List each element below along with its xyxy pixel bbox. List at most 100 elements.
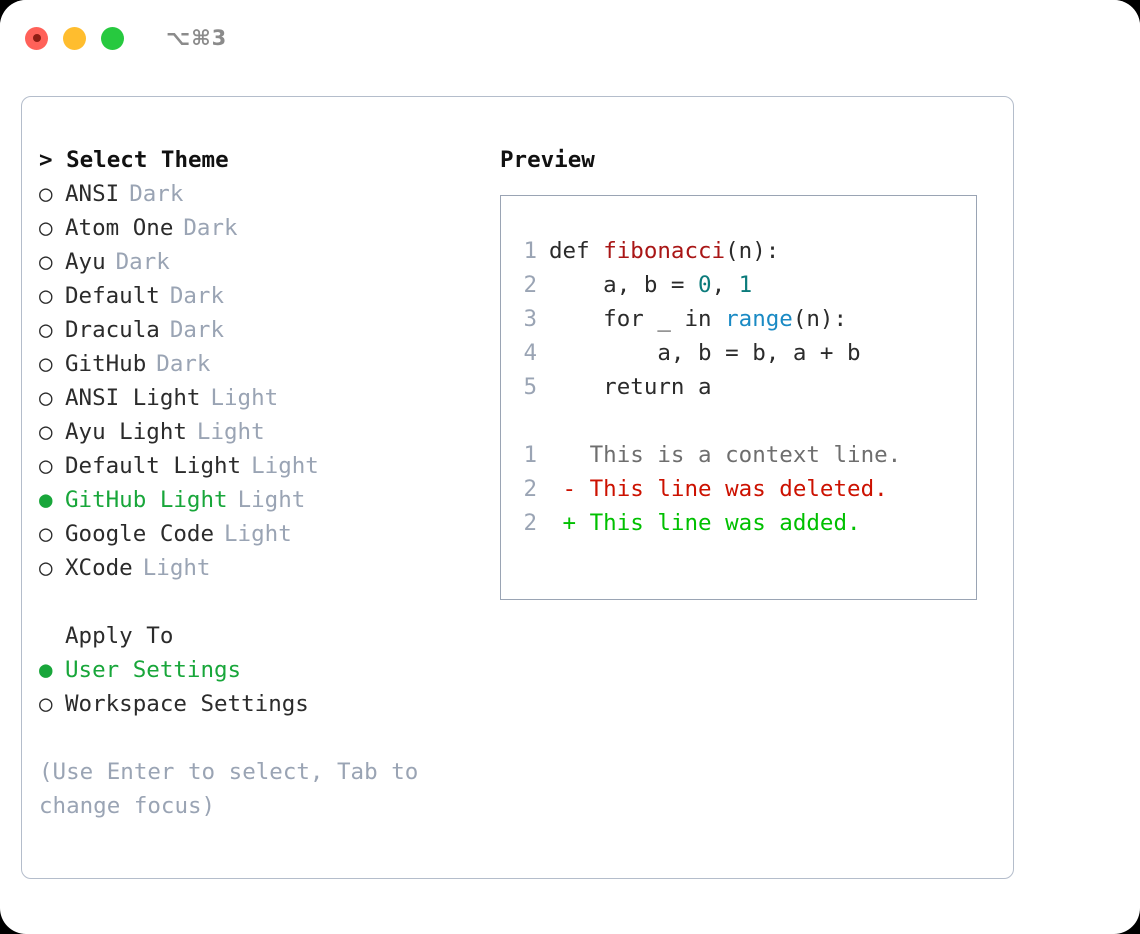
code-line: 1 def fibonacci(n):: [519, 234, 976, 268]
radio-unselected-icon: ○: [39, 283, 53, 309]
apply-to-list[interactable]: ● User Settings ○ Workspace Settings: [39, 653, 500, 721]
code-token: ,: [711, 272, 739, 298]
theme-option-default[interactable]: ○ Default Dark: [39, 279, 500, 313]
apply-to-header: Apply To: [65, 623, 174, 649]
code-token: range: [725, 306, 793, 332]
theme-name-label: Ayu Light: [65, 419, 187, 445]
code-line: 5 return a: [519, 370, 976, 404]
apply-to-option-workspace-settings[interactable]: ○ Workspace Settings: [39, 687, 500, 721]
code-token: return a: [549, 374, 712, 400]
theme-option-dracula[interactable]: ○ Dracula Dark: [39, 313, 500, 347]
theme-name-label: Default Light: [65, 453, 242, 479]
theme-name-label: Dracula: [65, 317, 160, 343]
code-token: a, b = b, a + b: [549, 340, 861, 366]
line-number: 1: [523, 442, 537, 468]
radio-unselected-icon: ○: [39, 555, 53, 581]
code-token: (n):: [792, 306, 848, 332]
keyboard-shortcut-label: ⌥⌘3: [166, 26, 228, 50]
theme-name-label: Ayu: [65, 249, 106, 275]
line-number: 5: [523, 374, 537, 400]
diff-sign: -: [549, 476, 577, 502]
radio-unselected-icon: ○: [39, 453, 53, 479]
diff-text: This line was added.: [576, 510, 861, 536]
line-number: 2: [523, 272, 537, 298]
theme-variant-tag: Light: [251, 453, 319, 479]
theme-option-default-light[interactable]: ○ Default Light Light: [39, 449, 500, 483]
line-number: 1: [523, 238, 537, 264]
theme-name-label: Google Code: [65, 521, 215, 547]
theme-option-xcode[interactable]: ○ XCode Light: [39, 551, 500, 585]
code-line-content: a, b = b, a + b: [549, 336, 861, 370]
radio-unselected-icon: ○: [39, 385, 53, 411]
diff-text: This is a context line.: [576, 442, 902, 468]
minimize-button[interactable]: [63, 26, 86, 50]
line-number: 2: [523, 510, 537, 536]
radio-unselected-icon: ○: [39, 249, 53, 275]
radio-unselected-icon: ○: [39, 351, 53, 377]
diff-sample: 1 This is a context line. 2 - This line w…: [519, 438, 976, 540]
diff-line: 2 + This line was added.: [519, 506, 976, 540]
radio-selected-icon: ●: [39, 657, 53, 683]
theme-variant-tag: Light: [142, 555, 211, 581]
line-number: 3: [523, 306, 537, 332]
radio-unselected-icon: ○: [39, 317, 53, 343]
theme-variant-tag: Light: [237, 487, 306, 513]
theme-option-github-light[interactable]: ● GitHub Light Light: [39, 483, 500, 517]
theme-variant-tag: Dark: [156, 351, 211, 377]
theme-name-label: XCode: [65, 555, 133, 581]
code-token: for _ in: [549, 306, 726, 332]
code-token: fibonacci: [603, 238, 726, 264]
apply-to-label: User Settings: [65, 657, 242, 683]
apply-to-option-user-settings[interactable]: ● User Settings: [39, 653, 500, 687]
code-line-content: def fibonacci(n):: [549, 234, 779, 268]
line-number: 4: [523, 340, 537, 366]
select-theme-header: > Select Theme: [39, 147, 229, 173]
maximize-button[interactable]: [101, 26, 124, 50]
theme-variant-tag: Light: [210, 385, 279, 411]
spacer: [39, 585, 500, 619]
theme-option-ansi[interactable]: ○ ANSI Dark: [39, 177, 500, 211]
code-line-content: return a: [549, 370, 712, 404]
theme-variant-tag: Dark: [169, 283, 225, 309]
radio-selected-icon: ●: [39, 487, 53, 513]
close-button[interactable]: [25, 26, 48, 50]
code-line: 4 a, b = b, a + b: [519, 336, 976, 370]
theme-option-ayu-light[interactable]: ○ Ayu Light Light: [39, 415, 500, 449]
theme-name-label: ANSI: [65, 181, 120, 207]
code-line-content: for _ in range(n):: [549, 302, 847, 336]
spacer: [39, 721, 500, 755]
code-token: a, b =: [549, 272, 699, 298]
code-token: 1: [738, 272, 753, 298]
theme-option-github[interactable]: ○ GitHub Dark: [39, 347, 500, 381]
theme-variant-tag: Dark: [169, 317, 225, 343]
theme-name-label: Default: [65, 283, 160, 309]
radio-unselected-icon: ○: [39, 419, 53, 445]
theme-name-label: GitHub Light: [65, 487, 228, 513]
theme-variant-tag: Light: [196, 419, 265, 445]
radio-unselected-icon: ○: [39, 521, 53, 547]
keyboard-hint-text: (Use Enter to select, Tab to change focu…: [39, 759, 432, 819]
theme-variant-tag: Dark: [129, 181, 184, 207]
radio-unselected-icon: ○: [39, 691, 53, 717]
preview-header: Preview: [500, 147, 595, 173]
code-token: 0: [698, 272, 712, 298]
line-number: 2: [523, 476, 537, 502]
title-bar: ⌥⌘3: [0, 0, 1140, 76]
radio-unselected-icon: ○: [39, 181, 53, 207]
diff-sign: +: [549, 510, 577, 536]
code-token: (n):: [725, 238, 780, 264]
spacer: [519, 404, 976, 438]
theme-name-label: GitHub: [65, 351, 147, 377]
apply-to-label: Workspace Settings: [65, 691, 309, 717]
code-line-content: a, b = 0, 1: [549, 268, 752, 302]
code-line: 2 a, b = 0, 1: [519, 268, 976, 302]
